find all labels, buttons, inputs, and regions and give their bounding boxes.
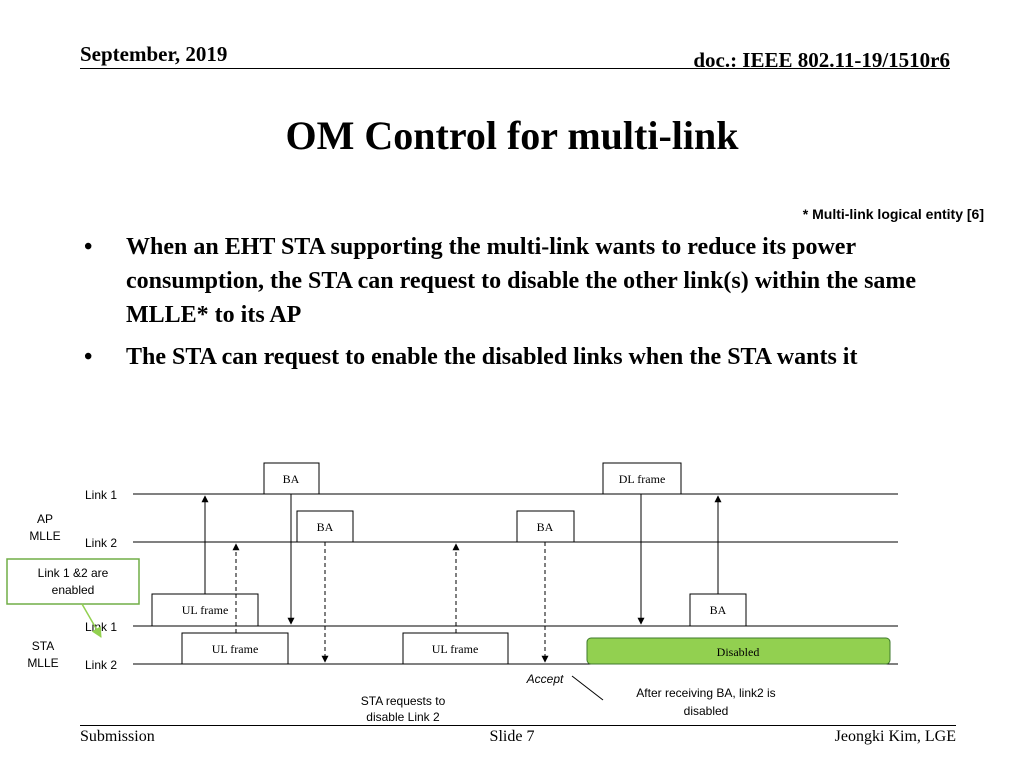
accept-label: Accept [526, 672, 564, 686]
ba-frame-ap-link2-second-label: BA [537, 520, 554, 534]
enabled-callout-line2: enabled [52, 583, 95, 597]
ul-frame-sta-link1 [151, 593, 259, 627]
slide-title: OM Control for multi-link [285, 113, 739, 158]
ap-link1-label: Link 1 [85, 488, 117, 502]
ba-frame-sta-link1-label: BA [710, 603, 727, 617]
bullet-dot-icon: • [84, 234, 93, 260]
sta-request-line1: STA requests to [361, 694, 446, 708]
footnote: * Multi-link logical entity [6] [802, 206, 984, 222]
bullet-item: • The STA can request to enable the disab… [84, 340, 934, 374]
after-ba-pointer [571, 675, 604, 701]
dl-frame-box [602, 462, 682, 495]
footer-author: Jeongki Kim, LGE [834, 728, 956, 745]
ul-frame-sta-link1-label: UL frame [182, 603, 229, 617]
header-divider [80, 68, 950, 69]
ap-label-line1: AP [37, 512, 53, 526]
ul-frame-sta-link2-second [402, 632, 509, 665]
ba-frame-sta-link1 [689, 593, 747, 627]
enabled-callout-box [6, 558, 140, 605]
ul-frame-sta-link2-second-label: UL frame [432, 642, 479, 656]
bullet-text: When an EHT STA supporting the multi-lin… [126, 234, 917, 328]
bullet-dot-icon: • [84, 344, 93, 370]
ap-label-line2: MLLE [29, 529, 60, 543]
ba-frame-ap-link1 [263, 462, 320, 495]
sta-request-line2: disable Link 2 [366, 710, 440, 724]
ba-frame-ap-link2-first [296, 510, 354, 543]
bullet-item: • When an EHT STA supporting the multi-li… [84, 230, 934, 332]
ap-link2-label: Link 2 [85, 536, 117, 550]
bullet-text: The STA can request to enable the disabl… [126, 344, 858, 370]
sta-label-line1: STA [32, 639, 54, 653]
ba-frame-ap-link2-first-label: BA [317, 520, 334, 534]
ul-frame-sta-link2-first-label: UL frame [212, 642, 259, 656]
disabled-link2-bar [586, 637, 891, 665]
footer-submission: Submission [80, 728, 155, 745]
footer-divider [80, 725, 956, 726]
after-ba-line1: After receiving BA, link2 is [636, 686, 775, 700]
dl-frame-label: DL frame [619, 472, 666, 486]
sta-link1-label: Link 1 [85, 620, 117, 634]
bullet-list: • When an EHT STA supporting the multi-li… [84, 230, 934, 382]
ba-frame-ap-link1-label: BA [283, 472, 300, 486]
enabled-callout-line1: Link 1 &2 are [38, 566, 109, 580]
footer-slide-number: Slide 7 [489, 728, 535, 745]
disabled-link2-label: Disabled [717, 645, 760, 659]
sta-link2-label: Link 2 [85, 658, 117, 672]
sta-label-line2: MLLE [27, 656, 58, 670]
enabled-callout-pointer [81, 603, 102, 638]
ul-frame-sta-link2-first [181, 632, 289, 665]
after-ba-line2: disabled [684, 704, 729, 718]
header-date: September, 2019 [80, 42, 228, 66]
